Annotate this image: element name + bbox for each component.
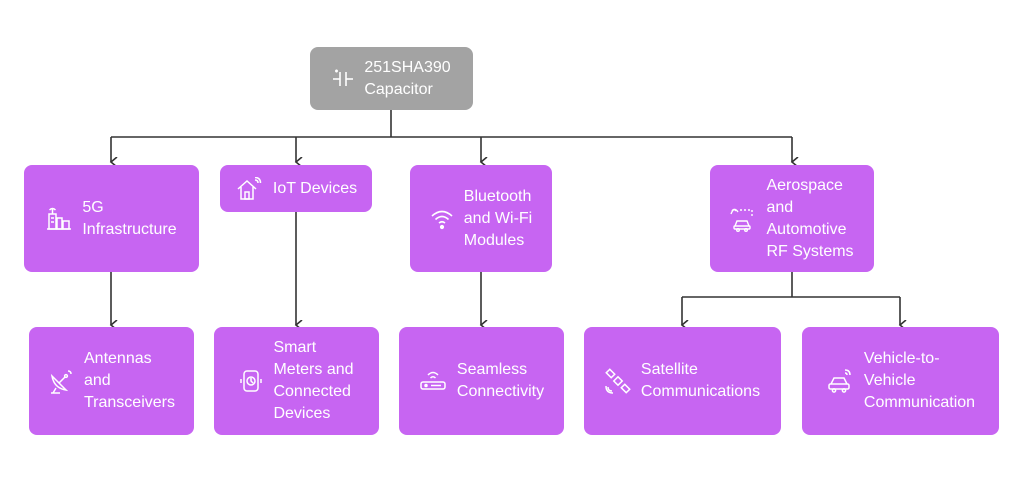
satellite-dish-icon [48, 368, 74, 394]
node-label: Satellite Communications [640, 361, 761, 400]
connected-car-icon [730, 206, 756, 232]
smart-home-icon [235, 176, 263, 201]
node-seamless-connectivity: Seamless Connectivity [399, 327, 564, 435]
node-vehicle-to-vehicle: Vehicle-to- Vehicle Communication [802, 327, 999, 435]
node-aerospace-automotive: Aerospace and Automotive RF Systems [710, 165, 874, 272]
node-label: Aerospace and Automotive RF Systems [766, 176, 854, 260]
node-label: 5G Infrastructure [82, 198, 177, 238]
root-label: 251SHA390 Capacitor [364, 58, 451, 98]
satellite-icon [605, 368, 631, 394]
wifi-icon [430, 208, 454, 230]
node-label: Antennas and Transceivers [84, 350, 175, 411]
node-label: IoT Devices [272, 179, 358, 197]
node-antennas-transceivers: Antennas and Transceivers [29, 327, 194, 435]
root-node: 251SHA390 Capacitor [310, 47, 473, 110]
node-satellite-communications: Satellite Communications [584, 327, 781, 435]
node-label: Smart Meters and Connected Devices [273, 339, 354, 422]
node-label: Vehicle-to- Vehicle Communication [863, 350, 976, 411]
smart-meter-icon [239, 367, 263, 395]
building-icon [46, 206, 72, 232]
node-5g-infrastructure: 5G Infrastructure [24, 165, 199, 272]
node-iot-devices: IoT Devices [220, 165, 372, 212]
node-smart-meters: Smart Meters and Connected Devices [214, 327, 379, 435]
router-icon [419, 369, 447, 393]
node-label: Seamless Connectivity [456, 361, 545, 400]
node-bluetooth-wifi: Bluetooth and Wi-Fi Modules [410, 165, 552, 272]
car-signal-icon [826, 368, 854, 394]
node-label: Bluetooth and Wi-Fi Modules [463, 187, 533, 249]
capacitor-icon [332, 68, 354, 90]
